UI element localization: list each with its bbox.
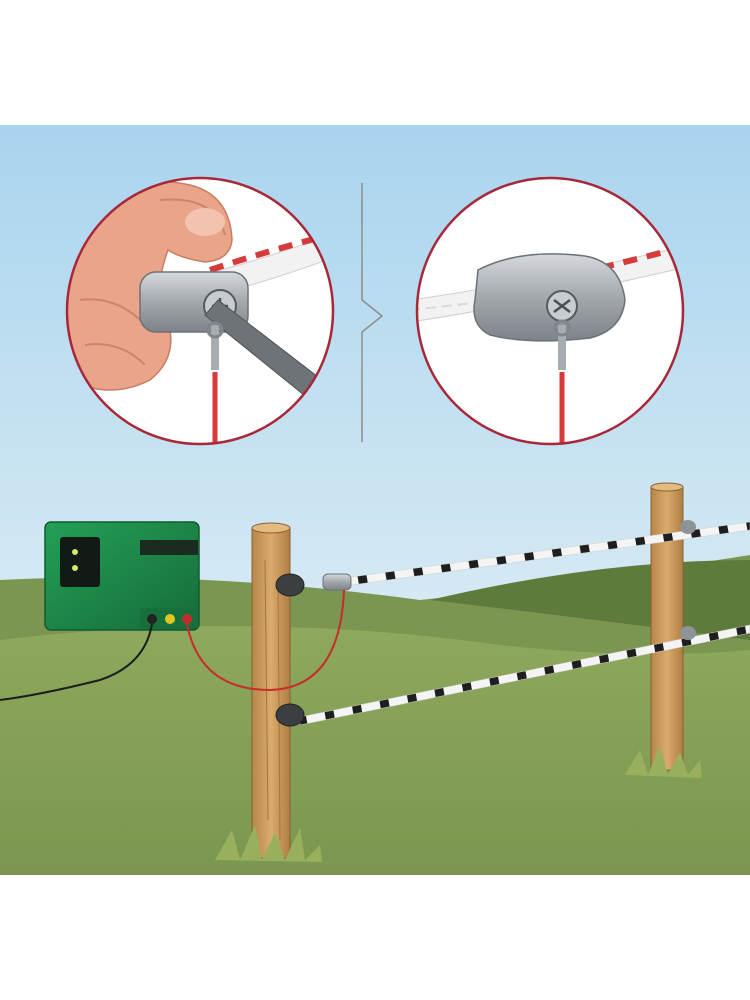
fence-post-back <box>651 483 683 770</box>
fence-energizer <box>45 522 199 630</box>
near-grass <box>0 626 750 875</box>
yellow-terminal-icon <box>165 614 175 624</box>
ground-terminal-icon <box>147 614 157 624</box>
rope-connector <box>474 254 625 341</box>
energizer-display <box>60 537 100 587</box>
rope-connector <box>323 574 351 590</box>
red-terminal-icon <box>182 614 192 624</box>
